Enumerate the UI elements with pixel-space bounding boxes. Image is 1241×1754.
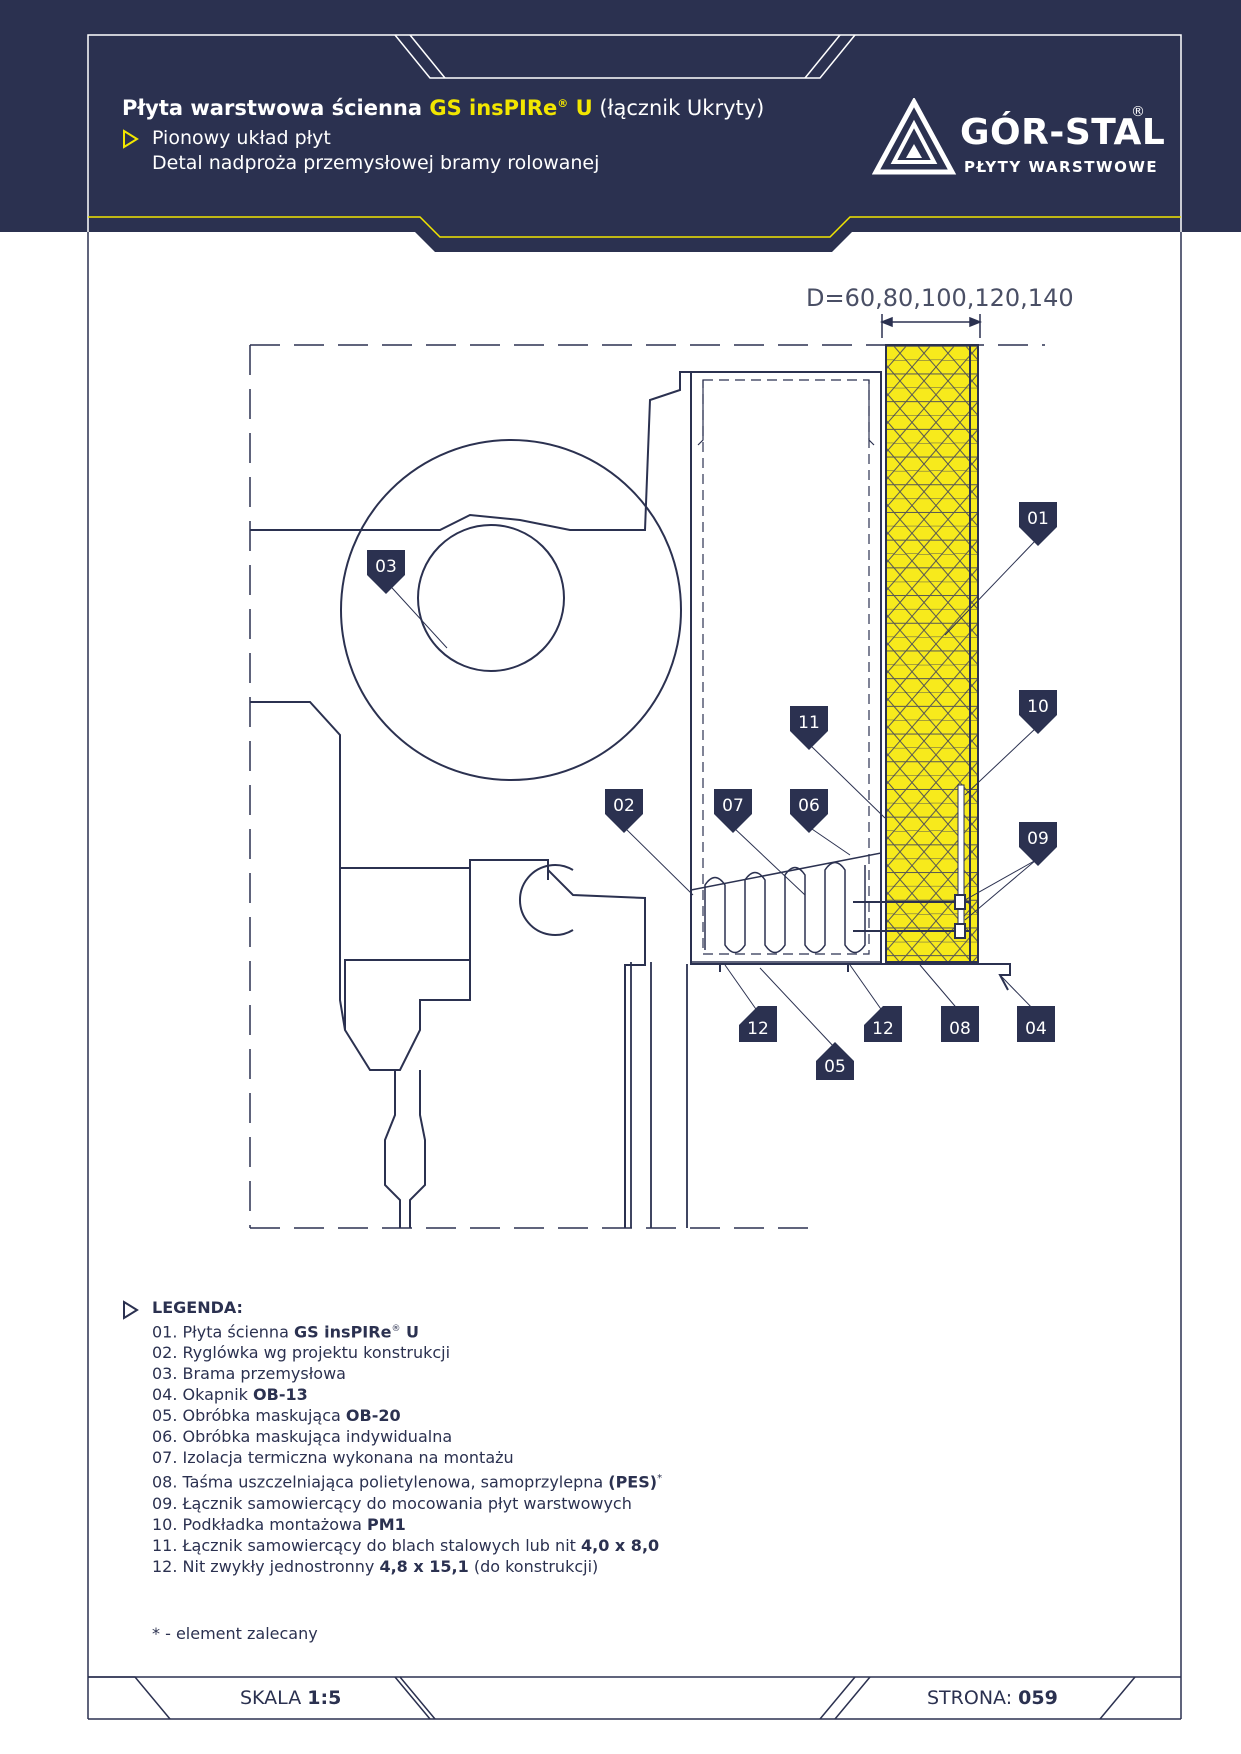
drip-flashing bbox=[691, 963, 1011, 991]
footnote: * - element zalecany bbox=[152, 1624, 318, 1643]
marker-04: 04 bbox=[1017, 1006, 1055, 1042]
arrow-icon bbox=[123, 1300, 139, 1320]
thermal-insulation bbox=[690, 852, 882, 963]
svg-text:05: 05 bbox=[824, 1057, 846, 1077]
arrow-icon bbox=[123, 129, 139, 149]
registered-mark: ® bbox=[1131, 104, 1145, 120]
marker-11: 11 bbox=[790, 706, 828, 750]
brand-name: GÓR-STAL bbox=[960, 112, 1166, 153]
marker-08: 08 bbox=[941, 1006, 979, 1042]
legend-item: 12. Nit zwykły jednostronny 4,8 x 15,1 (… bbox=[152, 1556, 599, 1576]
svg-text:09: 09 bbox=[1027, 829, 1049, 849]
svg-text:08: 08 bbox=[949, 1019, 971, 1039]
dimension-label: D=60,80,100,120,140 bbox=[806, 284, 1074, 312]
svg-text:03: 03 bbox=[375, 557, 397, 577]
product-name: GS insPIRe® U bbox=[429, 96, 593, 120]
marker-02: 02 bbox=[605, 789, 643, 833]
legend-item: 05. Obróbka maskująca OB-20 bbox=[152, 1406, 401, 1426]
marker-12b: 12 bbox=[864, 1006, 902, 1042]
marker-03: 03 bbox=[367, 550, 405, 594]
svg-text:04: 04 bbox=[1025, 1019, 1047, 1039]
legend-item: 11. Łącznik samowiercący do blach stalow… bbox=[152, 1535, 660, 1555]
legend-item: 01. Płyta ścienna GS insPIRe® U bbox=[152, 1322, 419, 1342]
legend-item: 08. Taśma uszczelniająca polietylenowa, … bbox=[152, 1472, 663, 1492]
dimension-line bbox=[879, 314, 983, 338]
subtitle-layout: Pionowy układ płyt bbox=[152, 127, 331, 149]
legend-item: 03. Brama przemysłowa bbox=[152, 1364, 346, 1384]
sandwich-panel bbox=[885, 344, 979, 963]
callout-markers: 03 01 10 11 02 07 06 09 12 12 08 04 05 bbox=[367, 502, 1057, 1080]
legend-item: 06. Obróbka maskująca indywidualna bbox=[152, 1427, 453, 1447]
svg-text:11: 11 bbox=[798, 713, 820, 733]
door-roll bbox=[340, 439, 682, 781]
svg-text:01: 01 bbox=[1027, 509, 1049, 529]
page-number: STRONA: 059 bbox=[927, 1687, 1058, 1709]
svg-text:12: 12 bbox=[747, 1019, 769, 1039]
marker-12a: 12 bbox=[739, 1006, 777, 1042]
marker-05: 05 bbox=[816, 1042, 854, 1080]
marker-07: 07 bbox=[714, 789, 752, 833]
svg-text:10: 10 bbox=[1027, 697, 1049, 717]
marker-06: 06 bbox=[790, 789, 828, 833]
fasteners bbox=[853, 810, 970, 939]
legend-list: 01. Płyta ścienna GS insPIRe® U 02. Rygl… bbox=[152, 1319, 662, 1577]
page-title: Płyta warstwowa ścienna GS insPIRe® U (ł… bbox=[122, 96, 765, 120]
legend-item: 02. Ryglówka wg projektu konstrukcji bbox=[152, 1343, 451, 1363]
brand-tagline: PŁYTY WARSTWOWE bbox=[964, 158, 1159, 176]
marker-09: 09 bbox=[1019, 822, 1057, 866]
gorstal-logo-icon bbox=[872, 98, 957, 175]
steel-beam bbox=[690, 371, 882, 965]
legend-item: 10. Podkładka montażowa PM1 bbox=[152, 1514, 406, 1534]
leader-lines bbox=[382, 539, 1037, 1049]
legend-title: LEGENDA: bbox=[152, 1298, 243, 1317]
legend-item: 04. Okapnik OB-13 bbox=[152, 1385, 308, 1405]
svg-text:02: 02 bbox=[613, 796, 635, 816]
svg-text:07: 07 bbox=[722, 796, 744, 816]
marker-01: 01 bbox=[1019, 502, 1057, 546]
door-bracket bbox=[250, 371, 691, 1228]
svg-text:06: 06 bbox=[798, 796, 820, 816]
svg-text:12: 12 bbox=[872, 1019, 894, 1039]
header-band bbox=[0, 0, 1241, 232]
legend-item: 09. Łącznik samowiercący do mocowania pł… bbox=[152, 1493, 632, 1513]
subtitle-detail: Detal nadproża przemysłowej bramy rolowa… bbox=[152, 152, 600, 174]
scale-label: SKALA 1:5 bbox=[240, 1687, 342, 1709]
marker-10: 10 bbox=[1019, 690, 1057, 734]
door-guide bbox=[630, 962, 688, 1228]
legend-item: 07. Izolacja termiczna wykonana na monta… bbox=[152, 1448, 514, 1468]
